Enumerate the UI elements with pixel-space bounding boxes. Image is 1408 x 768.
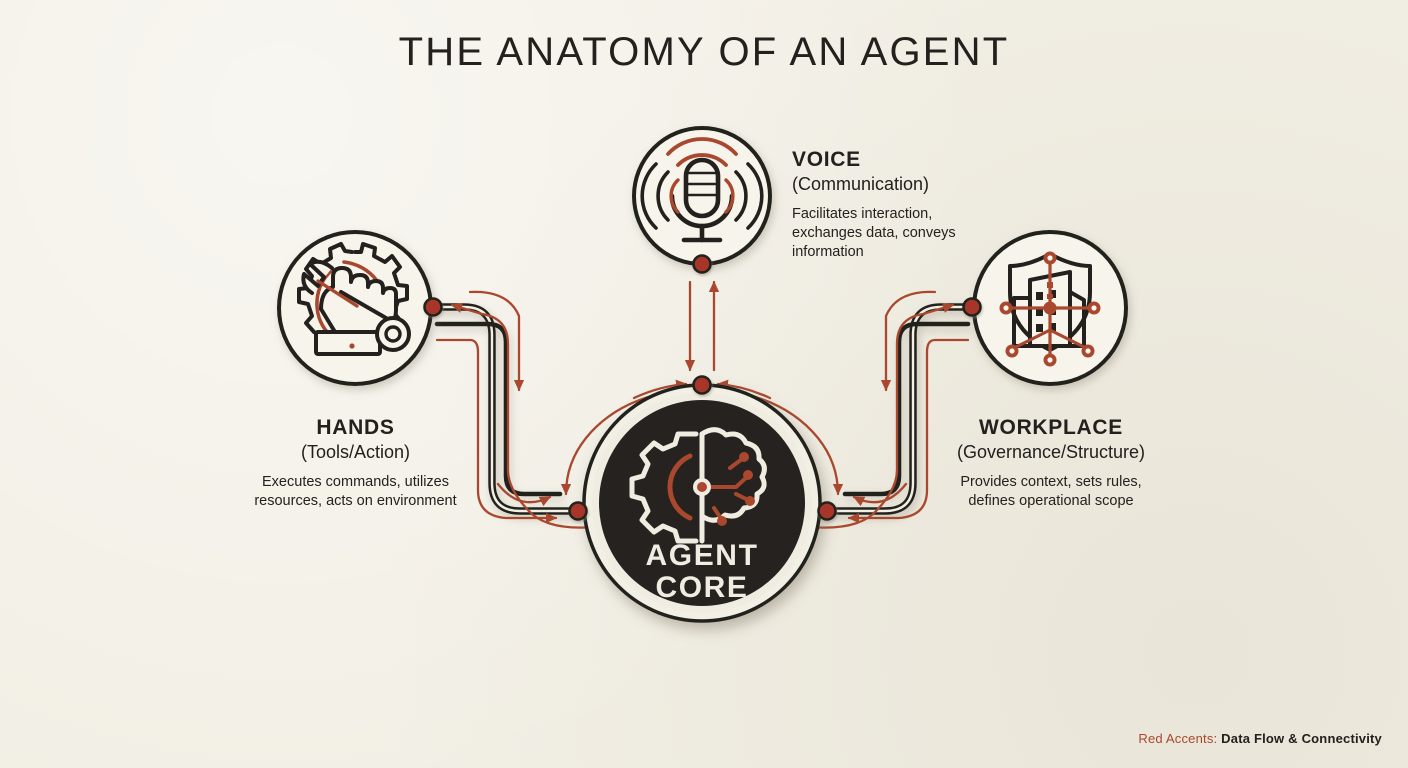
- node-hands[interactable]: [277, 230, 433, 386]
- node-workplace[interactable]: [972, 230, 1128, 386]
- microphone-icon: [640, 137, 764, 243]
- hands-description: Executes commands, utilizes resources, a…: [254, 473, 457, 509]
- flow-core-left-feeder: [496, 482, 552, 507]
- flow-core-top-left-feeder: [632, 379, 688, 400]
- node-voice[interactable]: [632, 126, 772, 266]
- voice-title: VOICE: [792, 148, 861, 171]
- workplace-description: Provides context, sets rules, defines op…: [960, 473, 1142, 509]
- legend-value: Data Flow & Connectivity: [1221, 731, 1382, 746]
- agent-core[interactable]: AGENT CORE: [582, 383, 822, 623]
- label-block-hands: HANDS (Tools/Action) Executes commands, …: [253, 416, 458, 511]
- connector-dots: [423, 254, 982, 521]
- connector-core-to-workplace: [823, 303, 972, 515]
- hands-title: HANDS: [316, 416, 395, 439]
- flow-workplace-to-core: [847, 338, 970, 524]
- flow-core-to-hands: [450, 302, 598, 529]
- voice-subtitle: (Communication): [792, 174, 930, 195]
- hands-subtitle: (Tools/Action): [300, 442, 411, 463]
- legend-note: Red Accents: Data Flow & Connectivity: [1138, 731, 1382, 746]
- flow-hands-to-core: [435, 338, 558, 524]
- core-label-line2: CORE: [655, 571, 748, 604]
- flow-core-top-right-feeder: [716, 379, 772, 400]
- flow-hands-inner-arc: [468, 290, 525, 392]
- dot-core-left: [568, 501, 588, 521]
- dot-core-right: [817, 501, 837, 521]
- core-label-line1: AGENT: [646, 539, 759, 572]
- legend-key: Red Accents:: [1138, 731, 1218, 746]
- dot-hands-right: [423, 297, 443, 317]
- workplace-title: WORKPLACE: [979, 416, 1123, 439]
- workplace-subtitle: (Governance/Structure): [956, 442, 1146, 463]
- dot-workplace-left: [962, 297, 982, 317]
- connector-core-to-hands: [433, 303, 582, 515]
- shield-building-network-icon: [999, 251, 1101, 367]
- label-block-workplace: WORKPLACE (Governance/Structure) Provide…: [948, 416, 1154, 511]
- page-title: THE ANATOMY OF AN AGENT: [398, 30, 1010, 74]
- voice-description: Facilitates interaction, exchanges data,…: [792, 205, 956, 260]
- flow-core-to-workplace: [807, 302, 955, 529]
- hand-wrench-gear-icon: [297, 242, 411, 356]
- flow-workplace-inner-arc: [880, 290, 937, 392]
- data-flow-arrows: [435, 280, 970, 529]
- dot-core-top: [692, 375, 712, 395]
- flow-core-right-feeder: [852, 482, 908, 507]
- dot-voice-bottom: [692, 254, 712, 274]
- label-block-voice: VOICE (Communication) Facilitates intera…: [792, 148, 1002, 262]
- gear-brain-icon: [629, 427, 767, 544]
